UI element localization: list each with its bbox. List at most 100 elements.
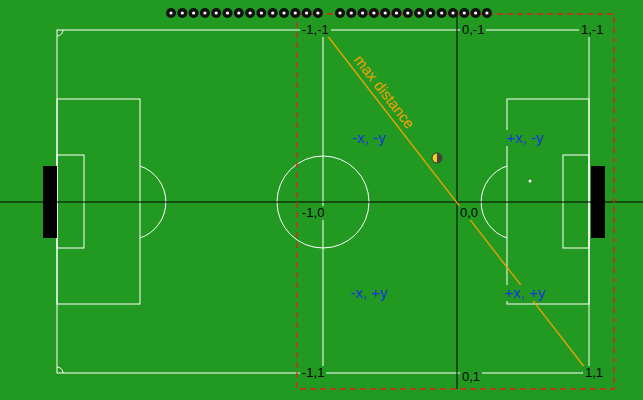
robot-body — [290, 8, 300, 18]
robot-marker — [245, 8, 255, 18]
robot-center — [406, 11, 409, 14]
robot-center — [463, 11, 466, 14]
robot-center — [282, 11, 285, 14]
robot-body — [245, 8, 255, 18]
robot-body — [403, 8, 413, 18]
coordinate-label: 1,-1 — [579, 23, 605, 37]
quadrant-label: -x, -y — [350, 130, 387, 146]
robot-center — [316, 11, 319, 14]
robot-body — [335, 8, 345, 18]
ball-body — [432, 153, 442, 163]
robot-center — [372, 11, 375, 14]
robot-center — [440, 11, 443, 14]
robot-marker — [268, 8, 278, 18]
robot-body — [358, 8, 368, 18]
robot-body — [256, 8, 266, 18]
robot-marker — [392, 8, 402, 18]
quadrant-label: +x, -y — [504, 130, 545, 146]
robot-body — [369, 8, 379, 18]
robot-center — [271, 11, 274, 14]
region-frame — [297, 14, 614, 389]
robot-body — [459, 8, 469, 18]
robot-marker — [223, 8, 233, 18]
robot-center — [338, 11, 341, 14]
robot-body — [223, 8, 233, 18]
robot-center — [203, 11, 206, 14]
robot-body — [211, 8, 221, 18]
robot-marker — [256, 8, 266, 18]
quadrant-label: +x, +y — [503, 285, 548, 301]
robot-body — [189, 8, 199, 18]
max-distance-line — [323, 30, 589, 373]
robot-body — [482, 8, 492, 18]
robot-center — [474, 11, 477, 14]
robot-body — [448, 8, 458, 18]
robot-marker — [177, 8, 187, 18]
penalty-spot — [529, 180, 532, 183]
robot-body — [177, 8, 187, 18]
robot-row — [166, 8, 492, 18]
robot-marker — [335, 8, 345, 18]
robot-marker — [414, 8, 424, 18]
robot-center — [215, 11, 218, 14]
robot-center — [418, 11, 421, 14]
robot-body — [392, 8, 402, 18]
robot-marker — [346, 8, 356, 18]
robot-center — [181, 11, 184, 14]
robot-body — [268, 8, 278, 18]
robot-body — [471, 8, 481, 18]
robot-marker — [211, 8, 221, 18]
coordinate-label: 0,-1 — [460, 23, 486, 37]
coordinate-label: 0,0 — [458, 206, 480, 220]
ball — [432, 153, 442, 163]
robot-center — [169, 11, 172, 14]
robot-marker — [302, 8, 312, 18]
robot-center — [192, 11, 195, 14]
robot-center — [429, 11, 432, 14]
robot-marker — [471, 8, 481, 18]
robot-center — [384, 11, 387, 14]
robot-marker — [358, 8, 368, 18]
robot-marker — [459, 8, 469, 18]
robot-body — [302, 8, 312, 18]
robot-marker — [369, 8, 379, 18]
robot-center — [249, 11, 252, 14]
robot-marker — [313, 8, 323, 18]
robot-marker — [448, 8, 458, 18]
robot-body — [414, 8, 424, 18]
corner-arc — [57, 30, 63, 36]
robot-center — [305, 11, 308, 14]
robot-center — [395, 11, 398, 14]
robot-marker — [403, 8, 413, 18]
robot-center — [226, 11, 229, 14]
robot-body — [425, 8, 435, 18]
robot-marker — [380, 8, 390, 18]
robot-marker — [200, 8, 210, 18]
robot-body — [200, 8, 210, 18]
robot-body — [279, 8, 289, 18]
coordinate-label: -1,-1 — [300, 23, 331, 37]
robot-center — [294, 11, 297, 14]
robot-marker — [482, 8, 492, 18]
robot-marker — [279, 8, 289, 18]
robot-center — [260, 11, 263, 14]
x-axis — [0, 202, 643, 203]
robot-center — [361, 11, 364, 14]
robot-center — [350, 11, 353, 14]
quadrant-label: -x, +y — [348, 285, 389, 301]
coordinate-label: -1,1 — [300, 366, 326, 380]
robot-marker — [437, 8, 447, 18]
robot-body — [313, 8, 323, 18]
corner-arc — [57, 367, 63, 373]
ball-shade — [437, 153, 442, 163]
robot-body — [346, 8, 356, 18]
robot-marker — [189, 8, 199, 18]
robot-center — [485, 11, 488, 14]
robot-body — [166, 8, 176, 18]
robot-center — [237, 11, 240, 14]
coordinate-label: 1,1 — [583, 366, 605, 380]
robot-body — [380, 8, 390, 18]
robot-marker — [425, 8, 435, 18]
